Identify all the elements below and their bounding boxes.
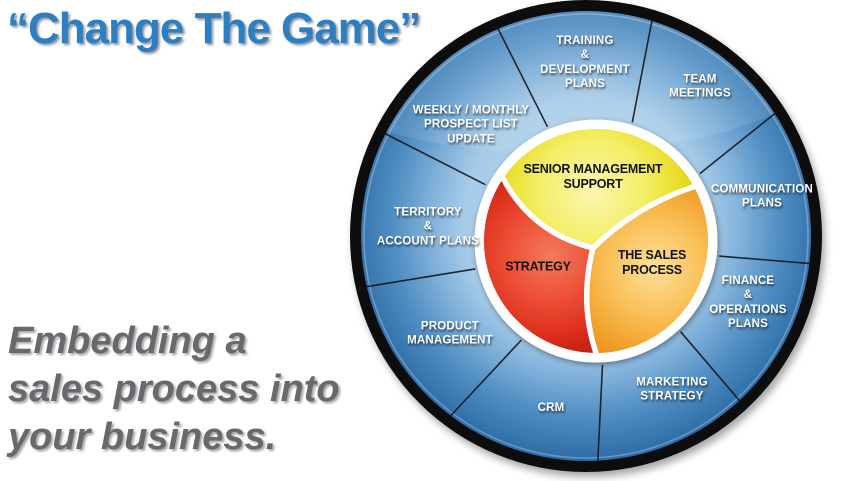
segment-label-product-management: PRODUCT MANAGEMENT bbox=[407, 320, 493, 347]
segment-divider-line bbox=[679, 331, 741, 402]
swirl-divider bbox=[590, 183, 697, 251]
segment-divider-line bbox=[449, 339, 522, 418]
inner-label-senior-management-support: SENIOR MANAGEMENT SUPPORT bbox=[523, 161, 663, 191]
tagline-line: sales process into bbox=[8, 367, 340, 410]
swirl-divider bbox=[500, 175, 596, 251]
inner-label-the-sales-process: THE SALES PROCESS bbox=[617, 247, 687, 277]
segment-divider-line bbox=[384, 132, 486, 186]
segment-divider-line bbox=[699, 112, 777, 175]
segment-strategy bbox=[483, 178, 596, 353]
segment-divider-lines bbox=[365, 19, 811, 462]
inner-label-strategy: STRATEGY bbox=[505, 259, 571, 274]
tagline-line: Embedding a bbox=[8, 320, 247, 362]
segment-divider-line bbox=[719, 255, 811, 265]
segment-label-finance-operations-plans: FINANCE & OPERATIONS PLANS bbox=[709, 275, 787, 331]
segment-divider-line bbox=[597, 364, 604, 462]
inner-circle-border bbox=[474, 119, 718, 363]
segment-divider-line bbox=[365, 268, 476, 288]
segment-label-marketing-strategy: MARKETING STRATEGY bbox=[636, 376, 708, 403]
wheel-bevel-highlight bbox=[363, 13, 809, 459]
swirl-dividers bbox=[500, 175, 697, 356]
segment-divider-line bbox=[631, 19, 653, 123]
tagline: Embedding a sales process into your busi… bbox=[8, 318, 340, 462]
swirl-divider bbox=[583, 245, 599, 356]
tagline-line: your business. bbox=[8, 415, 277, 458]
segment-label-territory-account-plans: TERRITORY & ACCOUNT PLANS bbox=[376, 206, 480, 248]
segment-label-team-meetings: TEAM MEETINGS bbox=[669, 73, 731, 100]
segment-label-communication-plans: COMMUNICATION PLANS bbox=[710, 183, 814, 210]
segment-senior-management-support bbox=[503, 128, 694, 248]
segment-label-weekly-monthly-prospect-list-update: WEEKLY / MONTHLY PROSPECT LIST UPDATE bbox=[412, 104, 530, 146]
segment-label-training-development-plans: TRAINING & DEVELOPMENT PLANS bbox=[540, 35, 630, 91]
segment-label-crm: CRM bbox=[537, 401, 565, 414]
page-title: “Change The Game” bbox=[7, 4, 421, 53]
wheel-gloss bbox=[361, 11, 811, 153]
segment-divider-line bbox=[496, 27, 549, 128]
